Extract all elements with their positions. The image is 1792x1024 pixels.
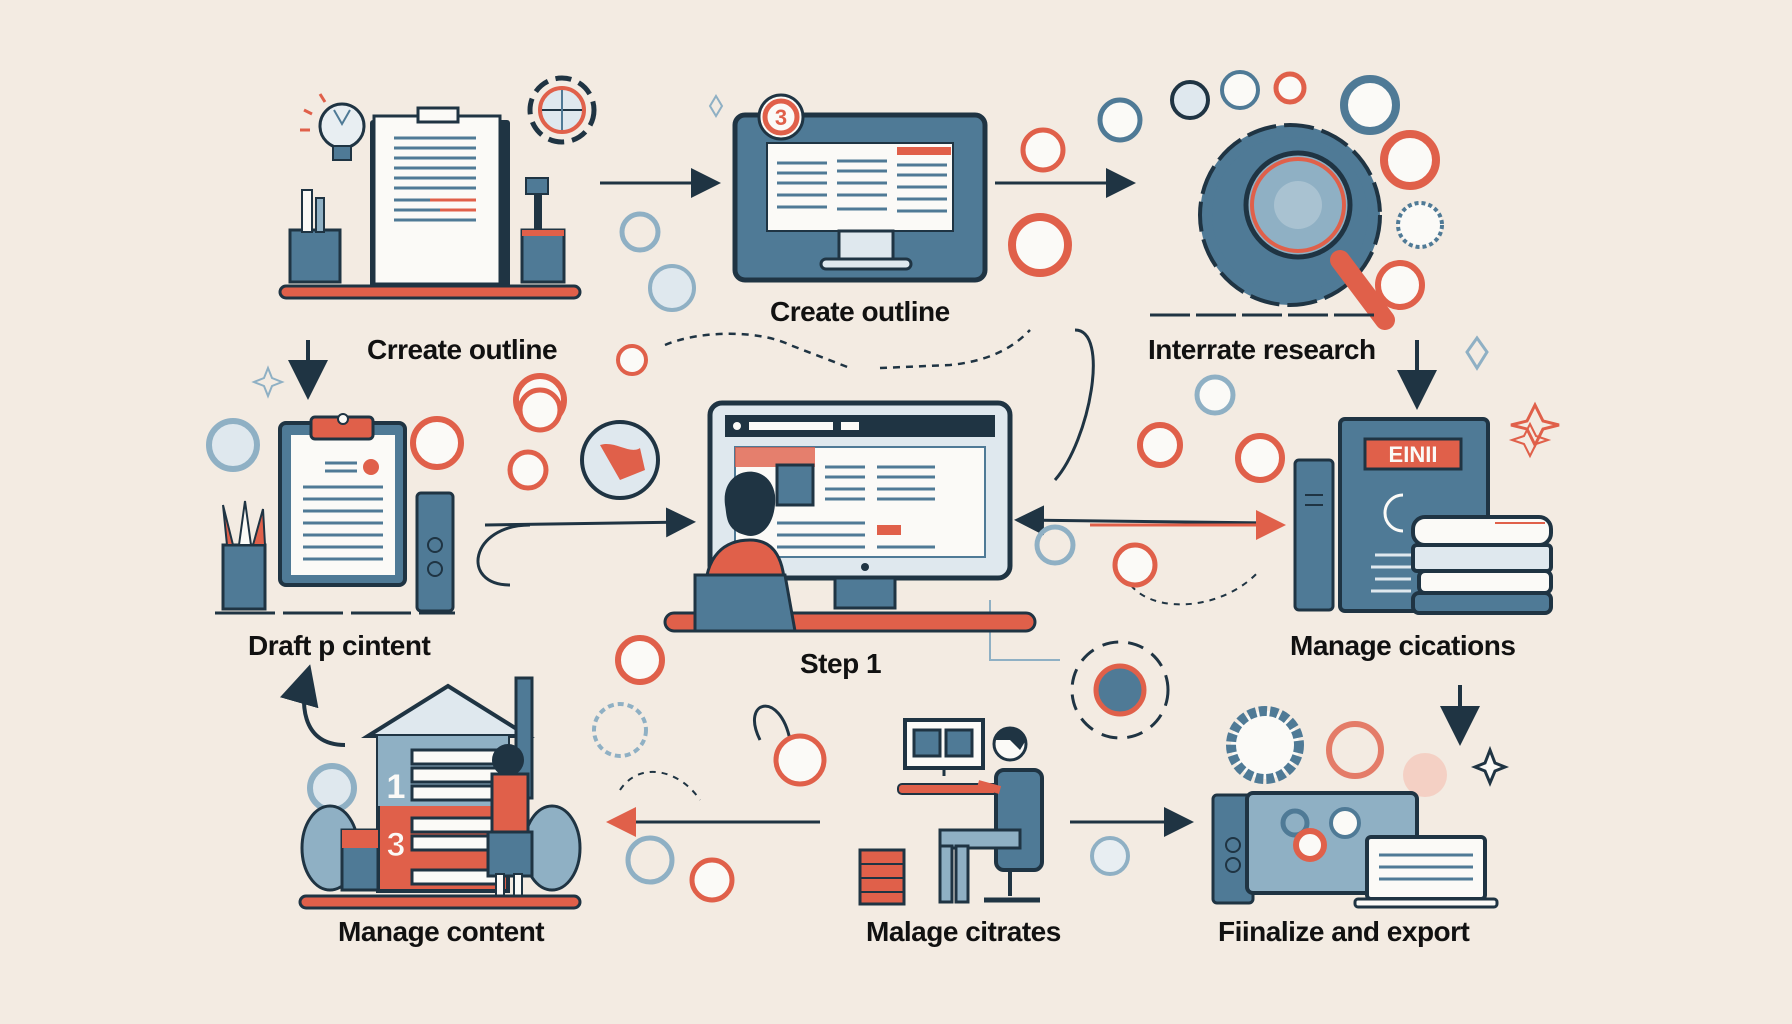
server-tower-icon: [1293, 458, 1335, 612]
step-1-label: Crreate outline: [367, 334, 558, 365]
tool-cup-icon: [520, 177, 566, 284]
step-4-illustration: [206, 413, 464, 615]
arrow-s6-s5: [1014, 505, 1276, 536]
sparkle-icon: [1465, 335, 1489, 371]
magnifying-glass-icon: [1243, 150, 1395, 330]
gear-icon: [1403, 753, 1447, 797]
shelf: [278, 284, 582, 300]
gear-icon: [648, 264, 696, 312]
step-4-label: Draft p cintent: [248, 630, 431, 661]
person-icon: [938, 726, 1044, 904]
step-6-illustration: EINII: [1293, 401, 1560, 615]
sparkle-icon: [708, 94, 724, 118]
gear-icon: [410, 416, 464, 470]
chat-bubble-icon: [773, 733, 827, 787]
clipboard-icon: [278, 413, 407, 587]
step-2-illustration: 3: [732, 93, 988, 283]
laptop-icon: [1353, 835, 1499, 909]
base-platform: [298, 894, 582, 910]
arrow-s4-s5: [484, 507, 696, 538]
sparkle-icon: [251, 365, 285, 399]
target-icon: [527, 75, 597, 145]
server-tower-icon: [415, 491, 455, 613]
alert-icon: [616, 344, 648, 376]
monitor-icon: [707, 400, 1013, 610]
gear-icon: [1326, 721, 1384, 779]
spiral-icon: [619, 211, 661, 253]
target-icon: [1070, 640, 1170, 740]
step-2-label: Create outline: [770, 296, 950, 327]
info-gear-icon: [1340, 75, 1400, 135]
person-icon: [486, 744, 534, 899]
pencil-cup-icon: [221, 500, 267, 611]
gear-icon: [1008, 213, 1072, 277]
house-shelf-icon: 1 3: [340, 676, 535, 893]
step-9-label: Fiinalize and export: [1218, 916, 1470, 947]
arrow-s7-s4: [279, 664, 346, 747]
step-9-illustration: [1211, 706, 1510, 909]
step-1-illustration: [278, 75, 597, 300]
step-3-illustration: [1150, 70, 1444, 330]
gear-icon: [1097, 97, 1143, 143]
pencil-cup-icon: [288, 189, 342, 284]
spiral-gear-icon: [1396, 201, 1444, 249]
book-stack-icon: [1411, 515, 1553, 615]
refresh-gear-icon: [1380, 130, 1440, 190]
person-icon: [693, 471, 797, 633]
step-3-label: Interrate research: [1148, 334, 1376, 365]
step-5-illustration: [663, 400, 1037, 633]
step-6-label: Manage cications: [1290, 630, 1516, 661]
sparkle-icon: [1470, 745, 1510, 787]
svg-text:1: 1: [387, 768, 406, 806]
gear-icon: [1226, 706, 1304, 784]
sparkle-icon: [1508, 421, 1552, 459]
small-gear-icon: [1220, 70, 1260, 110]
drawer-cabinet-icon: [858, 848, 906, 906]
step-7-label: Manage content: [338, 916, 545, 947]
step-8-label: Malage citrates: [866, 916, 1061, 947]
lightbulb-icon: [300, 93, 366, 161]
step-7-illustration: 1 3: [298, 676, 582, 910]
spiral-icon: [206, 418, 260, 472]
eye-gear-icon: [1375, 260, 1425, 310]
computer-icon: [903, 718, 985, 776]
small-gear-icon: [1273, 71, 1307, 105]
small-gear-icon: [1170, 80, 1210, 120]
step-8-illustration: [858, 718, 1044, 906]
svg-text:3: 3: [387, 826, 406, 864]
gear-icon: [1020, 127, 1066, 173]
step-number-badge: 3: [757, 93, 805, 141]
document-icon: [370, 106, 510, 288]
step-5-label: Step 1: [800, 648, 882, 679]
svg-text:EINII: EINII: [1389, 442, 1438, 467]
svg-text:3: 3: [775, 105, 787, 130]
